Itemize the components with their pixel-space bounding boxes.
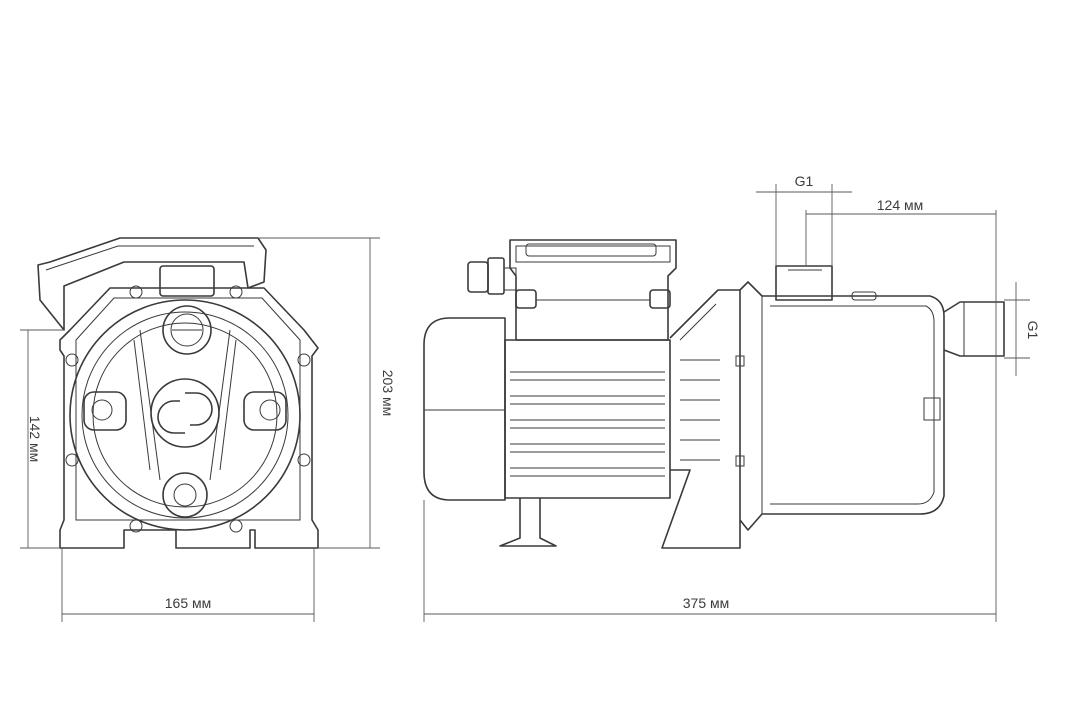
dimension-inlet-thread: G1 — [1025, 321, 1041, 340]
dimension-outlet-thread: G1 — [795, 173, 814, 189]
dimension-front-width: 165 мм — [165, 595, 212, 611]
dimension-outlet-offset: 124 мм — [877, 197, 924, 213]
side-dimensions — [423, 184, 1030, 622]
dimension-side-length: 375 мм — [683, 595, 730, 611]
dimension-front-height-inner: 142 мм — [27, 416, 43, 463]
front-view — [37, 237, 319, 549]
side-view — [423, 239, 1005, 549]
front-dimensions — [20, 237, 380, 622]
brand-logo-icon — [150, 378, 220, 448]
dimension-front-height-total: 203 мм — [380, 370, 396, 417]
